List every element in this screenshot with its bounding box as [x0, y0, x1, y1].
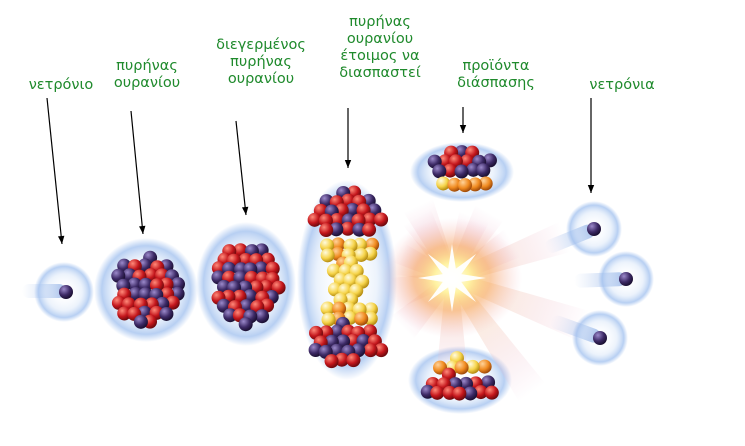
- neutron-ball: [128, 286, 143, 301]
- arrow-head: [139, 225, 146, 234]
- neutron-ball: [593, 331, 607, 345]
- flash-star: [418, 244, 486, 312]
- proton-ball: [362, 212, 377, 227]
- proton-ball: [117, 306, 132, 321]
- neutron-ball: [329, 222, 344, 237]
- proton-ball: [468, 177, 483, 192]
- neutron-ball: [587, 222, 601, 236]
- label-neutrons: νετρόνια: [589, 77, 655, 93]
- proton-ball: [443, 163, 458, 178]
- neutron-ball: [159, 306, 174, 321]
- proton-ball: [374, 343, 389, 358]
- proton-ball: [320, 248, 335, 263]
- neutron-ball: [255, 309, 270, 324]
- pointer-line: [130, 110, 144, 235]
- proton-ball: [354, 311, 369, 326]
- proton-ball: [454, 360, 469, 375]
- proton-ball: [320, 238, 335, 253]
- pointer-arrows: [46, 97, 595, 245]
- proton-ball: [346, 353, 361, 368]
- neutron-ball: [454, 164, 469, 179]
- proton-ball: [165, 295, 180, 310]
- arrow-head: [241, 206, 249, 215]
- proton-ball: [484, 385, 499, 400]
- proton-ball: [334, 352, 349, 367]
- neutron-ball: [463, 386, 478, 401]
- nuclei: [59, 145, 633, 401]
- flash-rays: [382, 198, 590, 402]
- arrow-head: [344, 160, 352, 168]
- proton-ball: [478, 176, 493, 191]
- neutron-ball: [482, 153, 497, 168]
- proton-ball: [324, 354, 339, 369]
- proton-ball: [319, 223, 334, 238]
- proton-ball: [332, 301, 347, 316]
- proton-ball: [374, 212, 389, 227]
- neutron-ball: [133, 314, 148, 329]
- neutron-ball: [59, 285, 73, 299]
- proton-ball: [363, 343, 378, 358]
- proton-ball: [452, 386, 467, 401]
- neutron-ball: [466, 162, 481, 177]
- proton-ball: [320, 301, 335, 316]
- proton-ball: [362, 222, 377, 237]
- proton-ball: [259, 279, 274, 294]
- proton-ball: [465, 359, 480, 374]
- proton-ball: [447, 177, 462, 192]
- proton-ball: [340, 221, 355, 236]
- proton-ball: [354, 247, 369, 262]
- proton-ball: [321, 312, 336, 327]
- proton-ball: [430, 385, 445, 400]
- pointer-line: [46, 97, 63, 245]
- proton-ball: [436, 176, 451, 191]
- neutron-ball: [619, 272, 633, 286]
- proton-ball: [473, 385, 488, 400]
- neutron-ball: [352, 222, 367, 237]
- proton-ball: [477, 359, 492, 374]
- neutron-ball: [223, 308, 238, 323]
- label-neutron: νετρόνιο: [28, 77, 94, 93]
- arrow-head: [57, 235, 65, 244]
- pointer-line: [235, 120, 247, 216]
- neutron-ball: [238, 317, 253, 332]
- neutron-ball: [476, 163, 491, 178]
- proton-ball: [265, 261, 280, 276]
- arrow-head: [587, 185, 595, 193]
- proton-ball: [307, 212, 322, 227]
- neutron-ball: [432, 164, 447, 179]
- proton-ball: [457, 178, 472, 193]
- arrow-head: [459, 125, 467, 133]
